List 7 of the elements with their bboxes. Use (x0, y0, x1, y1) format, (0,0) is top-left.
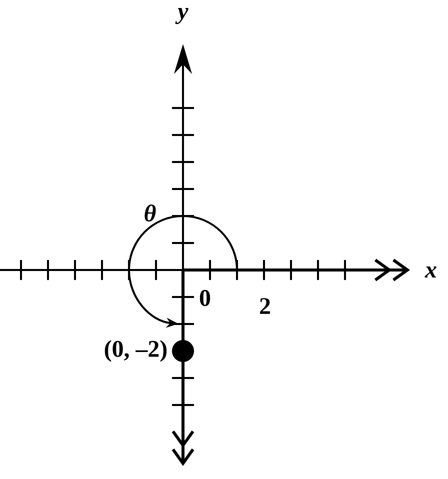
angle-label: θ (144, 204, 156, 222)
point-dot (172, 340, 194, 362)
tick-label: 2 (260, 298, 270, 314)
axis-label: x (424, 266, 436, 278)
point-label: (0, –2) (104, 340, 167, 362)
tick-label: 0 (200, 290, 210, 306)
axis-label: y (175, 8, 188, 24)
